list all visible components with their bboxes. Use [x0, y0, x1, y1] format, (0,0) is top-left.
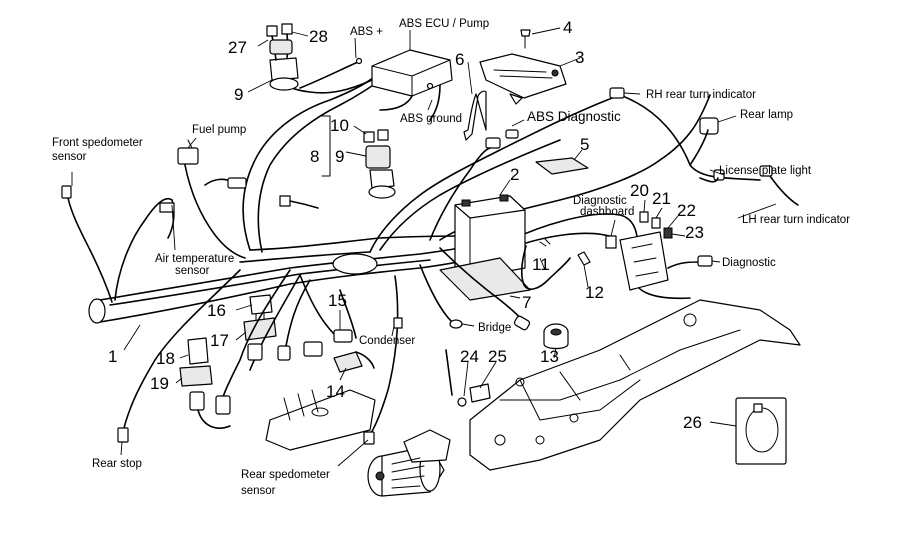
relay-16 [249, 294, 273, 321]
callout-12: 12 [585, 283, 604, 302]
abs-diagnostic-connector [429, 129, 519, 241]
ground-wire-11 [521, 237, 571, 290]
label-front-spedometer-sensor-2: sensor [52, 151, 87, 163]
callout-16: 16 [207, 301, 226, 320]
relay-19 [179, 365, 213, 387]
callout-21: 21 [652, 189, 671, 208]
callout-1: 1 [108, 347, 117, 366]
battery-tray-14 [265, 351, 376, 451]
text-labels: Front spedometer sensor Fuel pump ABS + … [52, 18, 850, 497]
callout-3: 3 [575, 48, 584, 67]
bracket-6 [463, 90, 487, 141]
callout-20: 20 [630, 181, 649, 200]
clamp-26 [735, 397, 787, 465]
rear-frame-tray [469, 299, 801, 471]
label-diagnostic-dashboard-2: dashboard [580, 206, 634, 218]
leader-lines [71, 27, 777, 467]
label-air-temperature-sensor-2: sensor [175, 265, 210, 277]
label-front-spedometer-sensor-1: Front spedometer [52, 137, 143, 149]
inline-connector [279, 195, 319, 209]
callout-9-left: 9 [234, 85, 243, 104]
fuel-pump-connector [177, 139, 246, 259]
condenser [299, 274, 403, 343]
callout-26: 26 [683, 413, 702, 432]
screw-12 [577, 251, 591, 266]
rear-stop-wire [117, 269, 241, 443]
callout-numbers: 1 2 3 4 5 6 7 8 9 9 10 11 12 13 14 15 16… [108, 18, 704, 432]
callout-10: 10 [330, 116, 349, 135]
callout-27: 27 [228, 38, 247, 57]
front-speedometer-sensor-wire [61, 185, 113, 303]
callout-18: 18 [156, 349, 175, 368]
callout-19: 19 [150, 374, 169, 393]
callout-7: 7 [522, 293, 531, 312]
pad-5 [535, 157, 589, 175]
callout-5: 5 [580, 135, 589, 154]
label-condenser: Condenser [359, 335, 415, 347]
parts-24-25 [445, 349, 491, 407]
battery [439, 194, 531, 301]
power-socket-13 [543, 323, 569, 350]
label-fuel-pump: Fuel pump [192, 124, 246, 136]
callout-17: 17 [210, 331, 229, 350]
callout-8: 8 [310, 147, 319, 166]
abs-relay-top [266, 23, 299, 91]
starter-motor [367, 429, 451, 497]
label-diagnostic-dashboard-1: Diagnostic [573, 195, 627, 207]
label-rh-rear-turn-indicator: RH rear turn indicator [646, 89, 756, 101]
callout-9-center: 9 [335, 147, 344, 166]
label-rear-spedometer-sensor-2: sensor [241, 485, 276, 497]
label-lh-rear-turn-indicator: LH rear turn indicator [742, 214, 850, 226]
screw-4 [520, 29, 531, 49]
callout-2: 2 [510, 165, 519, 184]
label-abs-plus: ABS + [350, 26, 383, 38]
label-diagnostic: Diagnostic [722, 257, 776, 269]
label-license-plate-light: License plate light [719, 165, 812, 177]
label-rear-stop: Rear stop [92, 458, 142, 470]
small-connector [204, 177, 247, 189]
fuse-box [605, 211, 713, 291]
relay-18 [187, 337, 209, 365]
label-rear-spedometer-sensor-1: Rear spedometer [241, 469, 330, 481]
callout-28: 28 [309, 27, 328, 46]
label-abs-ground: ABS ground [400, 113, 462, 125]
callout-14: 14 [326, 382, 345, 401]
callout-25: 25 [488, 347, 507, 366]
callout-6: 6 [455, 50, 464, 69]
label-air-temperature-sensor-1: Air temperature [155, 253, 234, 265]
callout-4: 4 [563, 18, 572, 37]
label-bridge: Bridge [478, 322, 511, 334]
label-abs-ecu-pump: ABS ECU / Pump [399, 18, 489, 30]
label-abs-diagnostic: ABS Diagnostic [527, 109, 621, 124]
callout-24: 24 [460, 347, 479, 366]
callout-11: 11 [532, 255, 550, 274]
callout-22: 22 [677, 201, 696, 220]
callout-23: 23 [685, 223, 704, 242]
central-relay [321, 115, 396, 199]
label-rear-lamp: Rear lamp [740, 109, 793, 121]
air-temperature-sensor [114, 198, 175, 301]
callout-15: 15 [328, 291, 347, 310]
abs-bracket-3 [479, 53, 567, 105]
relay-17 [243, 317, 277, 341]
cable-7 [439, 247, 531, 331]
relay-connectors [189, 269, 323, 429]
callout-13: 13 [540, 347, 559, 366]
